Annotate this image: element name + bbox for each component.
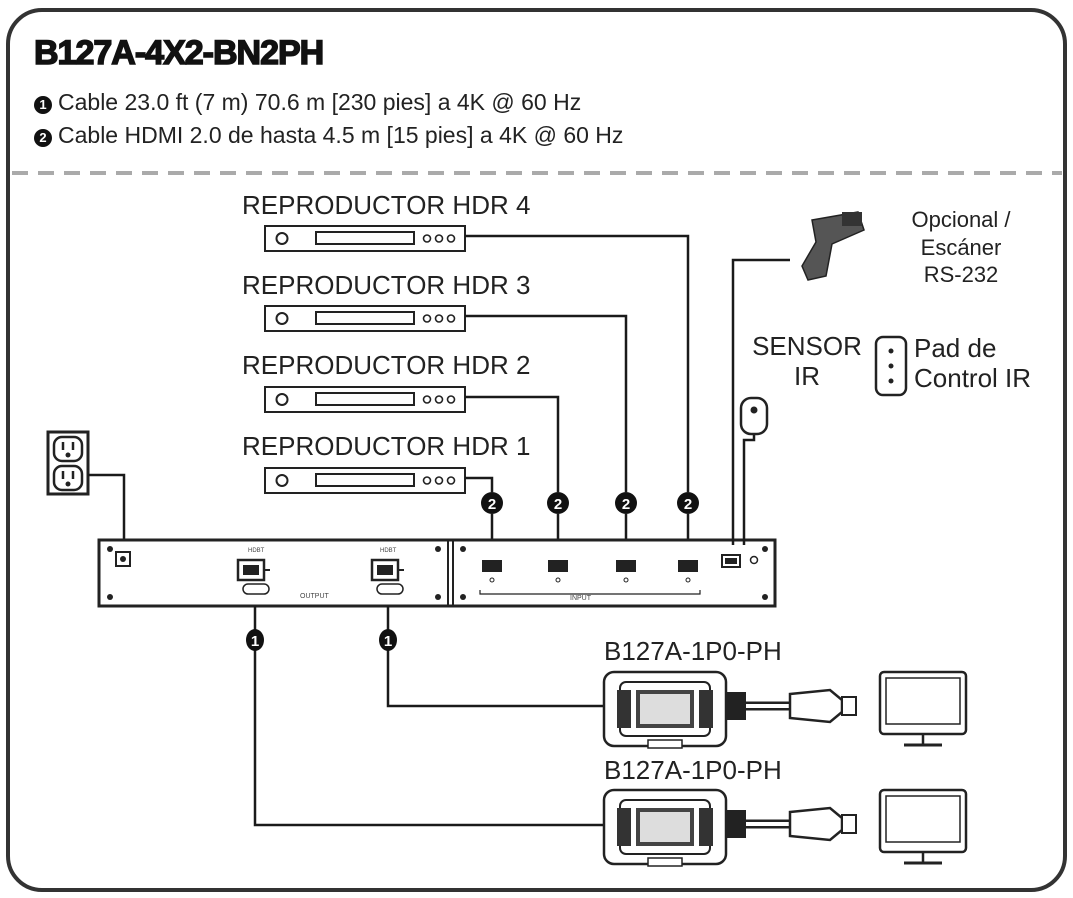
monitor-1-icon — [878, 670, 968, 747]
hdr-player-1 — [264, 467, 466, 494]
marker-output-1: 1 — [246, 629, 264, 651]
svg-text:2: 2 — [554, 496, 562, 513]
ir-sensor-label: SENSOR IR — [748, 331, 866, 392]
scanner-label: Opcional / Escáner RS-232 — [896, 206, 1026, 289]
svg-text:HDBT: HDBT — [248, 548, 265, 554]
legend-marker-1: 1 — [34, 96, 52, 114]
svg-text:INPUT: INPUT — [570, 595, 592, 602]
marker-input-2: 2 — [547, 492, 569, 514]
source-label-4: REPRODUCTOR HDR 4 — [242, 190, 531, 220]
hdr-player-3 — [264, 305, 466, 332]
hdr-player-4 — [264, 225, 466, 252]
svg-text:1: 1 — [384, 633, 392, 650]
svg-text:HDBT: HDBT — [380, 548, 397, 554]
model-title: B127A-4X2-BN2PH — [33, 33, 325, 73]
scanner-label-line1: Opcional / — [911, 207, 1011, 232]
receiver-1 — [602, 670, 857, 749]
marker-input-4: 2 — [677, 492, 699, 514]
receiver-label-2: B127A-1P0-PH — [604, 755, 782, 785]
hdr-player-2 — [264, 386, 466, 413]
svg-text:2: 2 — [488, 496, 496, 513]
legend-text-2: Cable HDMI 2.0 de hasta 4.5 m [15 pies] … — [58, 122, 624, 148]
matrix-switch-unit: HDBT HDBT OUTPUT INPUT — [97, 538, 777, 608]
legend-item-2: 2 Cable HDMI 2.0 de hasta 4.5 m [15 pies]… — [34, 122, 623, 149]
legend-marker-2: 2 — [34, 129, 52, 147]
power-outlet-icon — [46, 430, 90, 496]
ir-pad-label: Pad de Control IR — [914, 333, 1032, 394]
receiver-label-1: B127A-1P0-PH — [604, 636, 782, 666]
ir-control-pad-icon — [874, 335, 908, 397]
scanner-label-line2: Escáner — [920, 234, 1002, 260]
ir-pad-label-line1: Pad de — [914, 333, 997, 363]
legend-item-1: 1 Cable 23.0 ft (7 m) 70.6 m [230 pies] a… — [34, 89, 581, 116]
svg-text:1: 1 — [251, 633, 259, 650]
scanner-label-line3: RS-232 — [923, 262, 999, 287]
marker-output-2: 1 — [379, 629, 397, 651]
rs232-cable — [731, 258, 790, 545]
ir-sensor-label-line2: IR — [794, 360, 820, 391]
ir-sensor-label-line1: SENSOR — [752, 331, 862, 361]
ir-sensor-cable — [742, 432, 756, 545]
svg-text:2: 2 — [622, 496, 630, 513]
svg-text:2: 2 — [684, 496, 692, 513]
source-label-1: REPRODUCTOR HDR 1 — [242, 431, 531, 461]
source-label-3: REPRODUCTOR HDR 3 — [242, 270, 531, 300]
receiver-2 — [602, 788, 857, 867]
svg-text:OUTPUT: OUTPUT — [300, 593, 330, 600]
ir-pad-label-line2: Control IR — [914, 362, 1032, 393]
source-label-2: REPRODUCTOR HDR 2 — [242, 350, 531, 380]
diagram-frame — [6, 8, 1067, 892]
monitor-2-icon — [878, 788, 968, 865]
hdbaset-cables — [253, 606, 604, 827]
marker-input-1: 2 — [481, 492, 503, 514]
barcode-scanner-icon — [801, 211, 865, 281]
marker-input-3: 2 — [615, 492, 637, 514]
power-cable — [88, 473, 126, 540]
ir-sensor-icon — [739, 396, 769, 436]
legend-text-1: Cable 23.0 ft (7 m) 70.6 m [230 pies] a … — [58, 89, 582, 115]
